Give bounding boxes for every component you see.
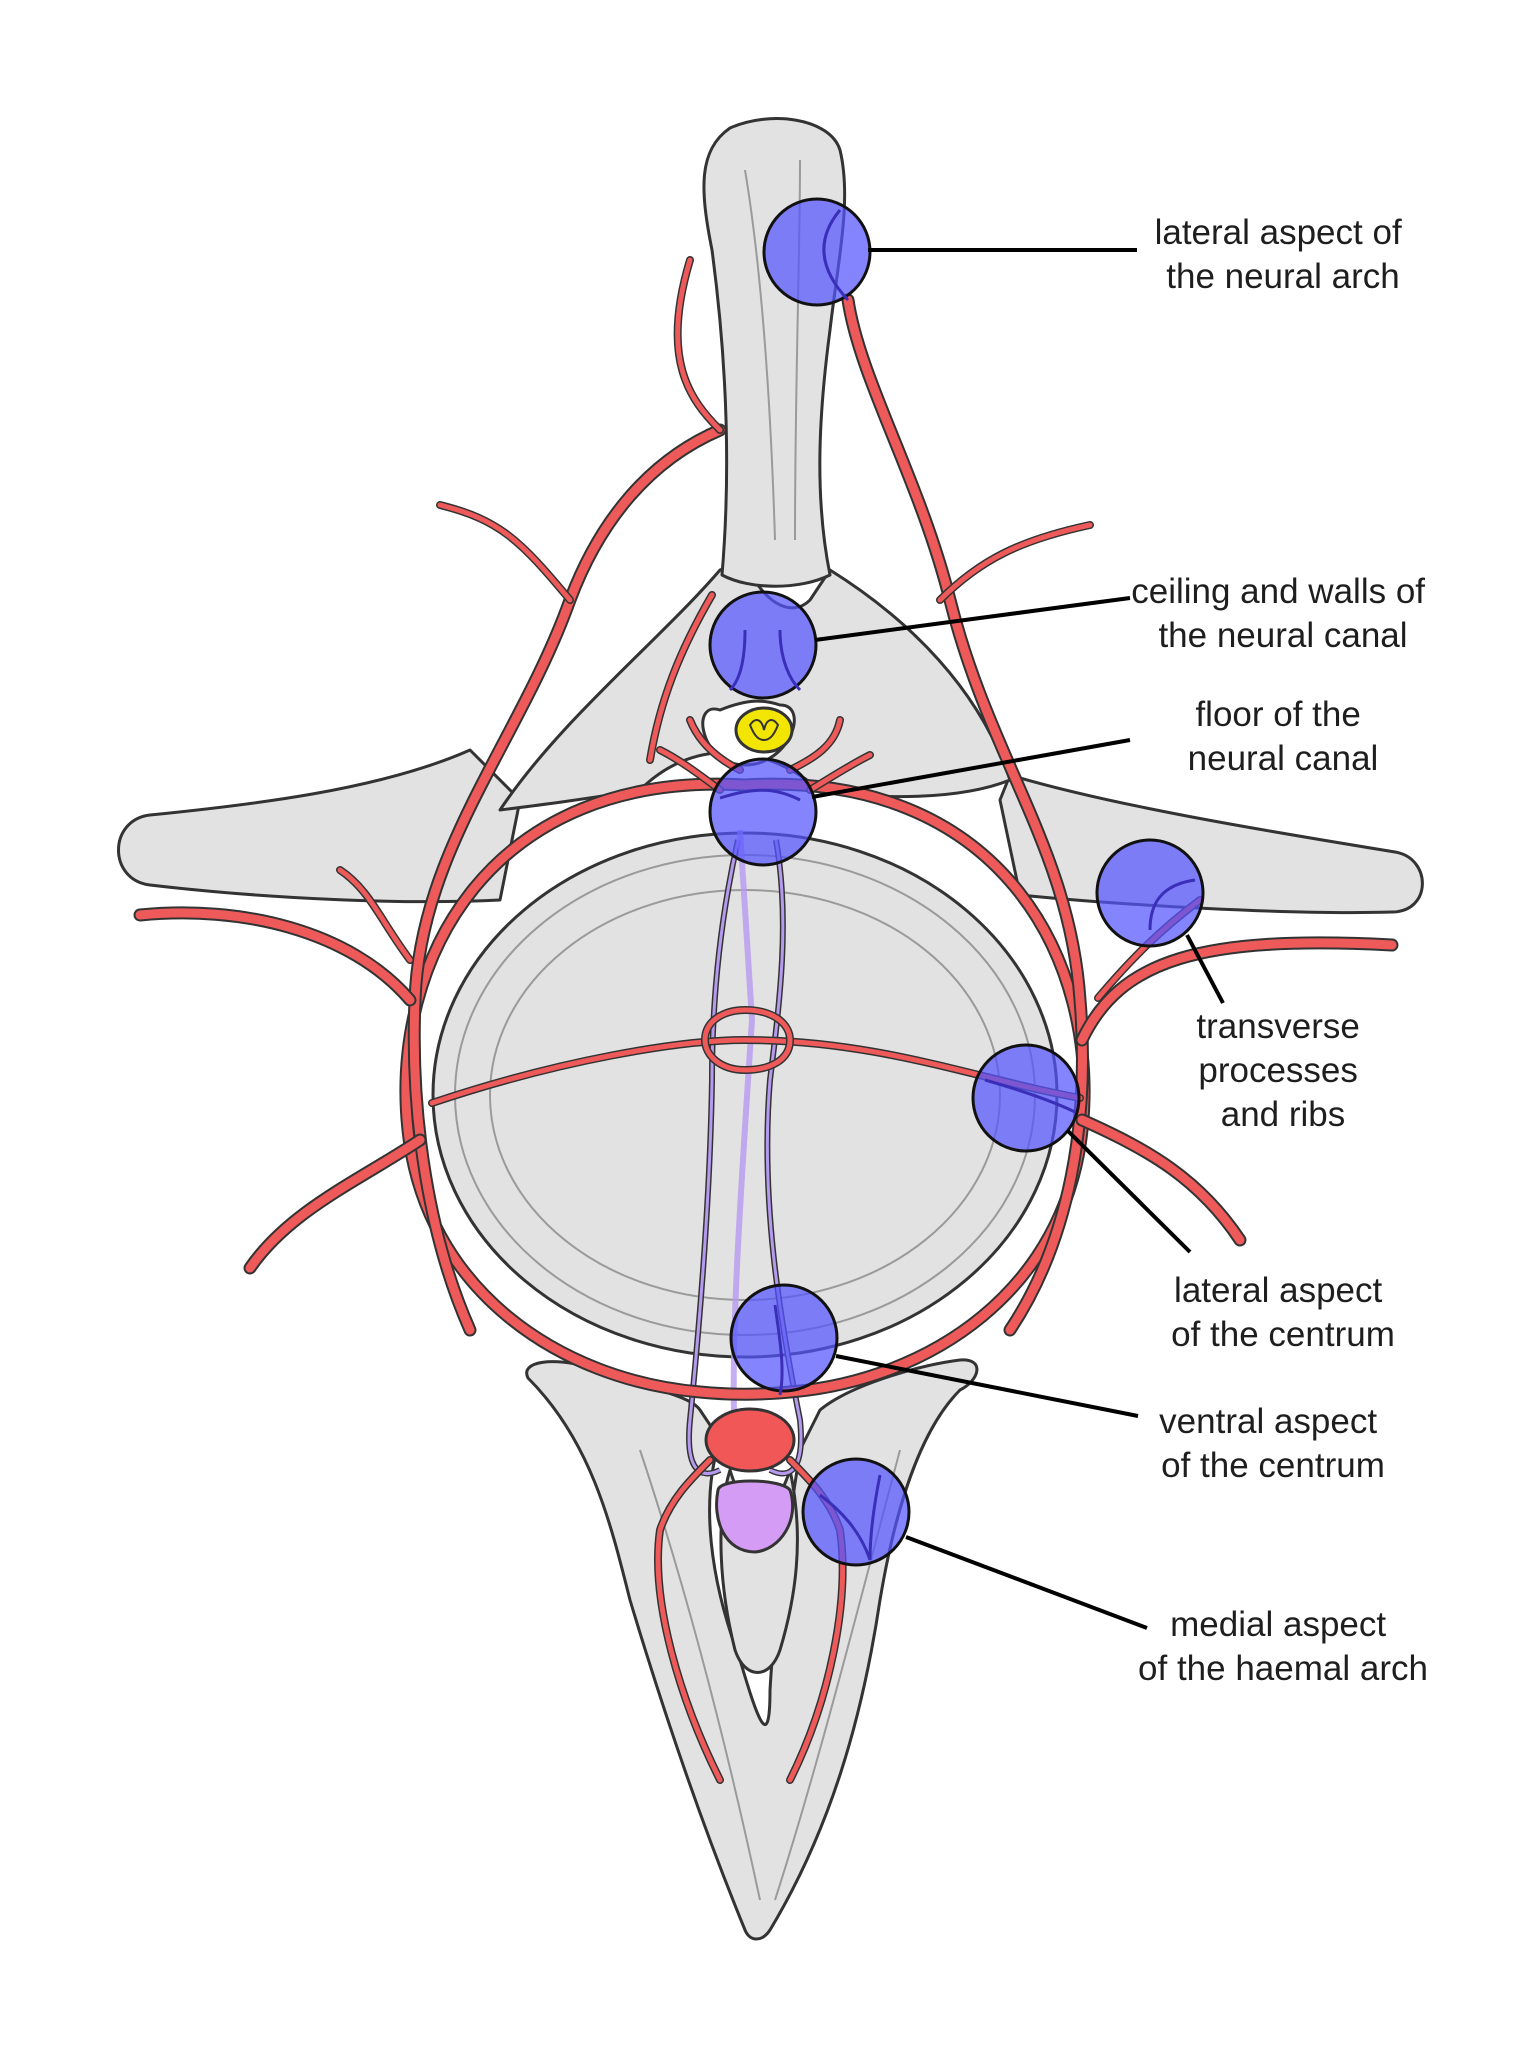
marker-transverse-processes	[1095, 838, 1205, 948]
artery-haemal-left	[655, 1457, 723, 1783]
artery-left-ascending	[409, 425, 725, 1335]
artery-left-upper-branch-outline	[436, 501, 574, 604]
haemal-vessel	[715, 1479, 795, 1554]
label-lateral-centrum: lateral aspect of the centrum	[1171, 1271, 1395, 1354]
artery-neural-link	[647, 592, 715, 763]
artery-right-ascending	[843, 295, 1087, 1335]
central-vessels	[686, 829, 804, 1477]
aorta	[704, 1407, 796, 1473]
label-transverse-processes: transverse processes and ribs	[1196, 1007, 1369, 1134]
artery-right-outer	[1077, 938, 1397, 1045]
label-neural-canal-ceiling: ceiling and walls of the neural canal	[1131, 572, 1435, 655]
marker-neural-canal-ceiling	[708, 590, 818, 700]
artery-left-tp-branch	[337, 867, 413, 963]
artery-ring	[401, 779, 1089, 1399]
label-ventral-centrum: ventral aspect of the centrum	[1159, 1402, 1387, 1485]
artery-left-lower-outer	[245, 1135, 425, 1273]
label-lateral-neural-arch: lateral aspect of the neural arch	[1155, 213, 1412, 296]
artery-centrum-ring-small	[702, 1007, 793, 1073]
arteries	[133, 256, 1399, 1784]
artery-left-outer	[135, 908, 415, 1005]
labels: lateral aspect of the neural arch ceilin…	[1131, 213, 1435, 1688]
marker-lateral-centrum	[971, 1043, 1081, 1153]
marker-medial-haemal-arch	[801, 1457, 911, 1567]
artery-left-upper-branch	[437, 502, 573, 603]
artery-left-spine-branch	[675, 257, 723, 433]
left-transverse-process	[117, 748, 522, 904]
artery-right-upper-branch	[937, 522, 1093, 603]
marker-neural-canal-floor	[708, 757, 818, 867]
spinal-cord	[734, 706, 794, 754]
artery-right-upper-branch-outline	[936, 521, 1094, 604]
artery-right-lower-outer	[1077, 1115, 1245, 1245]
label-neural-canal-floor: floor of the neural canal	[1188, 695, 1379, 778]
artery-canal-right	[787, 717, 873, 793]
marker-ventral-centrum	[729, 1283, 839, 1393]
marker-lateral-neural-arch	[762, 197, 872, 307]
leader-lines	[811, 248, 1225, 1630]
marker-vessels	[719, 209, 1196, 1561]
label-medial-haemal-arch: medial aspect of the haemal arch	[1138, 1605, 1428, 1688]
